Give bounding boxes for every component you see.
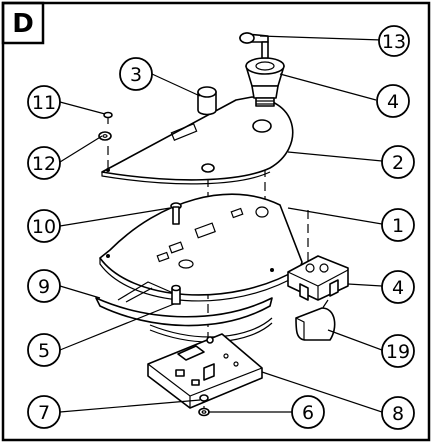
svg-text:12: 12 xyxy=(32,153,56,175)
svg-text:11: 11 xyxy=(32,92,56,114)
callout-13: 13 xyxy=(378,25,410,57)
svg-text:8: 8 xyxy=(392,403,404,425)
panel-letter-box: D xyxy=(1,1,45,45)
callout-1: 1 xyxy=(381,208,415,242)
callout-5: 5 xyxy=(27,333,61,367)
callout-11: 11 xyxy=(27,85,61,119)
svg-text:2: 2 xyxy=(392,152,404,174)
nut-washer-part xyxy=(198,394,210,417)
svg-text:9: 9 xyxy=(38,276,50,298)
svg-text:13: 13 xyxy=(382,31,406,53)
post-part xyxy=(171,284,181,305)
base-plate-part xyxy=(99,193,303,302)
callout-2: 2 xyxy=(381,145,415,179)
callout-4-top: 4 xyxy=(376,84,410,118)
svg-text:4: 4 xyxy=(392,277,404,299)
svg-text:7: 7 xyxy=(38,402,50,424)
key-pin-part xyxy=(239,32,269,59)
svg-text:6: 6 xyxy=(302,402,314,424)
circuit-board-part xyxy=(147,333,263,409)
callout-7: 7 xyxy=(27,395,61,429)
leader-lines xyxy=(59,35,383,413)
panel-letter: D xyxy=(12,9,34,39)
callout-12: 12 xyxy=(27,146,61,180)
callout-3: 3 xyxy=(119,57,153,91)
callout-10: 10 xyxy=(27,209,61,243)
svg-text:4: 4 xyxy=(387,91,399,113)
screw-washer-part xyxy=(98,111,113,141)
callout-19: 19 xyxy=(381,334,415,368)
top-plate-part xyxy=(101,96,294,185)
svg-text:19: 19 xyxy=(386,341,410,363)
connector-block-part xyxy=(287,255,349,301)
svg-text:5: 5 xyxy=(38,340,50,362)
rounded-block-part xyxy=(295,307,336,341)
standoff-part xyxy=(170,202,182,225)
knob-assembly-part xyxy=(245,57,285,107)
callout-6: 6 xyxy=(291,395,325,429)
callout-9: 9 xyxy=(27,269,61,303)
cap-part xyxy=(197,86,217,116)
callout-4-side: 4 xyxy=(381,270,415,304)
svg-text:10: 10 xyxy=(32,216,56,238)
svg-text:1: 1 xyxy=(392,215,404,237)
callout-8: 8 xyxy=(381,396,415,430)
svg-text:3: 3 xyxy=(130,64,142,86)
